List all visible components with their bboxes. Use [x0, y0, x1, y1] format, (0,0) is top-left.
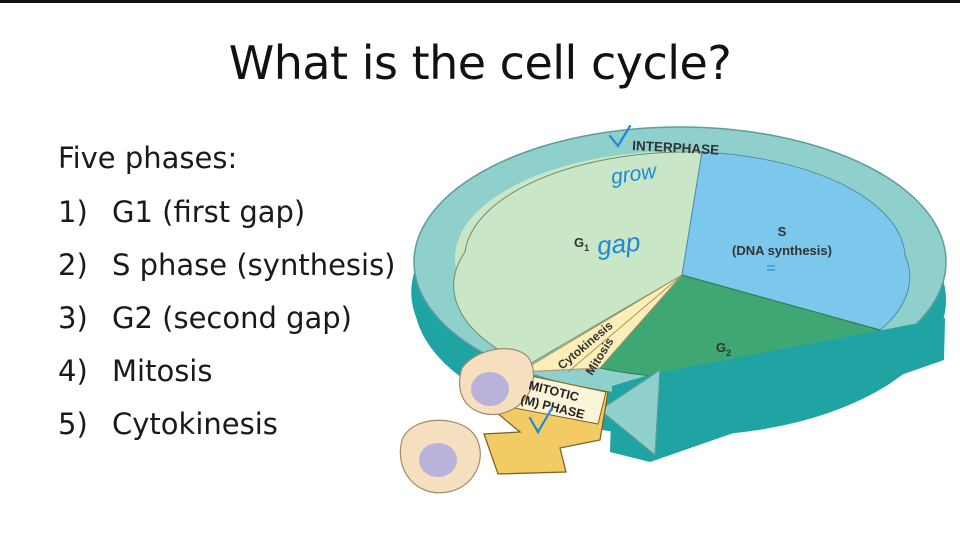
phase-label: S phase (synthesis) [112, 248, 396, 282]
ring-arrow-head [610, 318, 945, 462]
phase-number: 5) [58, 407, 88, 441]
phase-number: 3) [58, 301, 88, 335]
g2-label: G2 [716, 340, 731, 358]
phase-list-item: 3) G2 (second gap) [58, 298, 396, 351]
phase-label: G2 (second gap) [112, 301, 353, 335]
lower-cell-nucleus [419, 443, 457, 477]
phase-label: Cytokinesis [112, 407, 278, 441]
g1-label: G1 [574, 235, 589, 253]
handwritten-equals: = [766, 260, 775, 277]
s-label: S [778, 224, 787, 239]
g1-slice [453, 151, 703, 366]
s-slice [681, 151, 911, 331]
g2-letter: G [716, 340, 726, 355]
handwritten-gap: gap [595, 227, 641, 261]
phase-label: Mitosis [112, 354, 213, 388]
phase-number: 4) [58, 354, 88, 388]
g1-letter: G [574, 235, 584, 250]
phase-list-item: 1) G1 (first gap) [58, 192, 396, 245]
phase-list-intro: Five phases: [58, 141, 238, 175]
g2-subscript: 2 [726, 348, 731, 358]
phase-list-item: 2) S phase (synthesis) [58, 245, 396, 298]
upper-cell-nucleus [471, 372, 509, 406]
phase-number: 2) [58, 248, 88, 282]
phase-list-item: 5) Cytokinesis [58, 404, 396, 457]
mitotic-checkmark [528, 406, 554, 435]
interphase-label: INTERPHASE [632, 138, 720, 158]
phase-list-item: 4) Mitosis [58, 351, 396, 404]
top-rule [0, 0, 960, 3]
s-sublabel: (DNA synthesis) [732, 243, 832, 258]
interphase-checkmark [608, 124, 632, 148]
phase-number: 1) [58, 195, 88, 229]
slide-title: What is the cell cycle? [228, 36, 732, 90]
mitosis-wedge [519, 274, 683, 373]
phase-label: G1 (first gap) [112, 195, 306, 229]
phase-list: Five phases: 1) G1 (first gap) 2) S phase … [58, 138, 396, 457]
wedge-divider [567, 274, 683, 373]
g1-subscript: 1 [584, 243, 589, 253]
ring-arrow-tip [598, 368, 661, 457]
